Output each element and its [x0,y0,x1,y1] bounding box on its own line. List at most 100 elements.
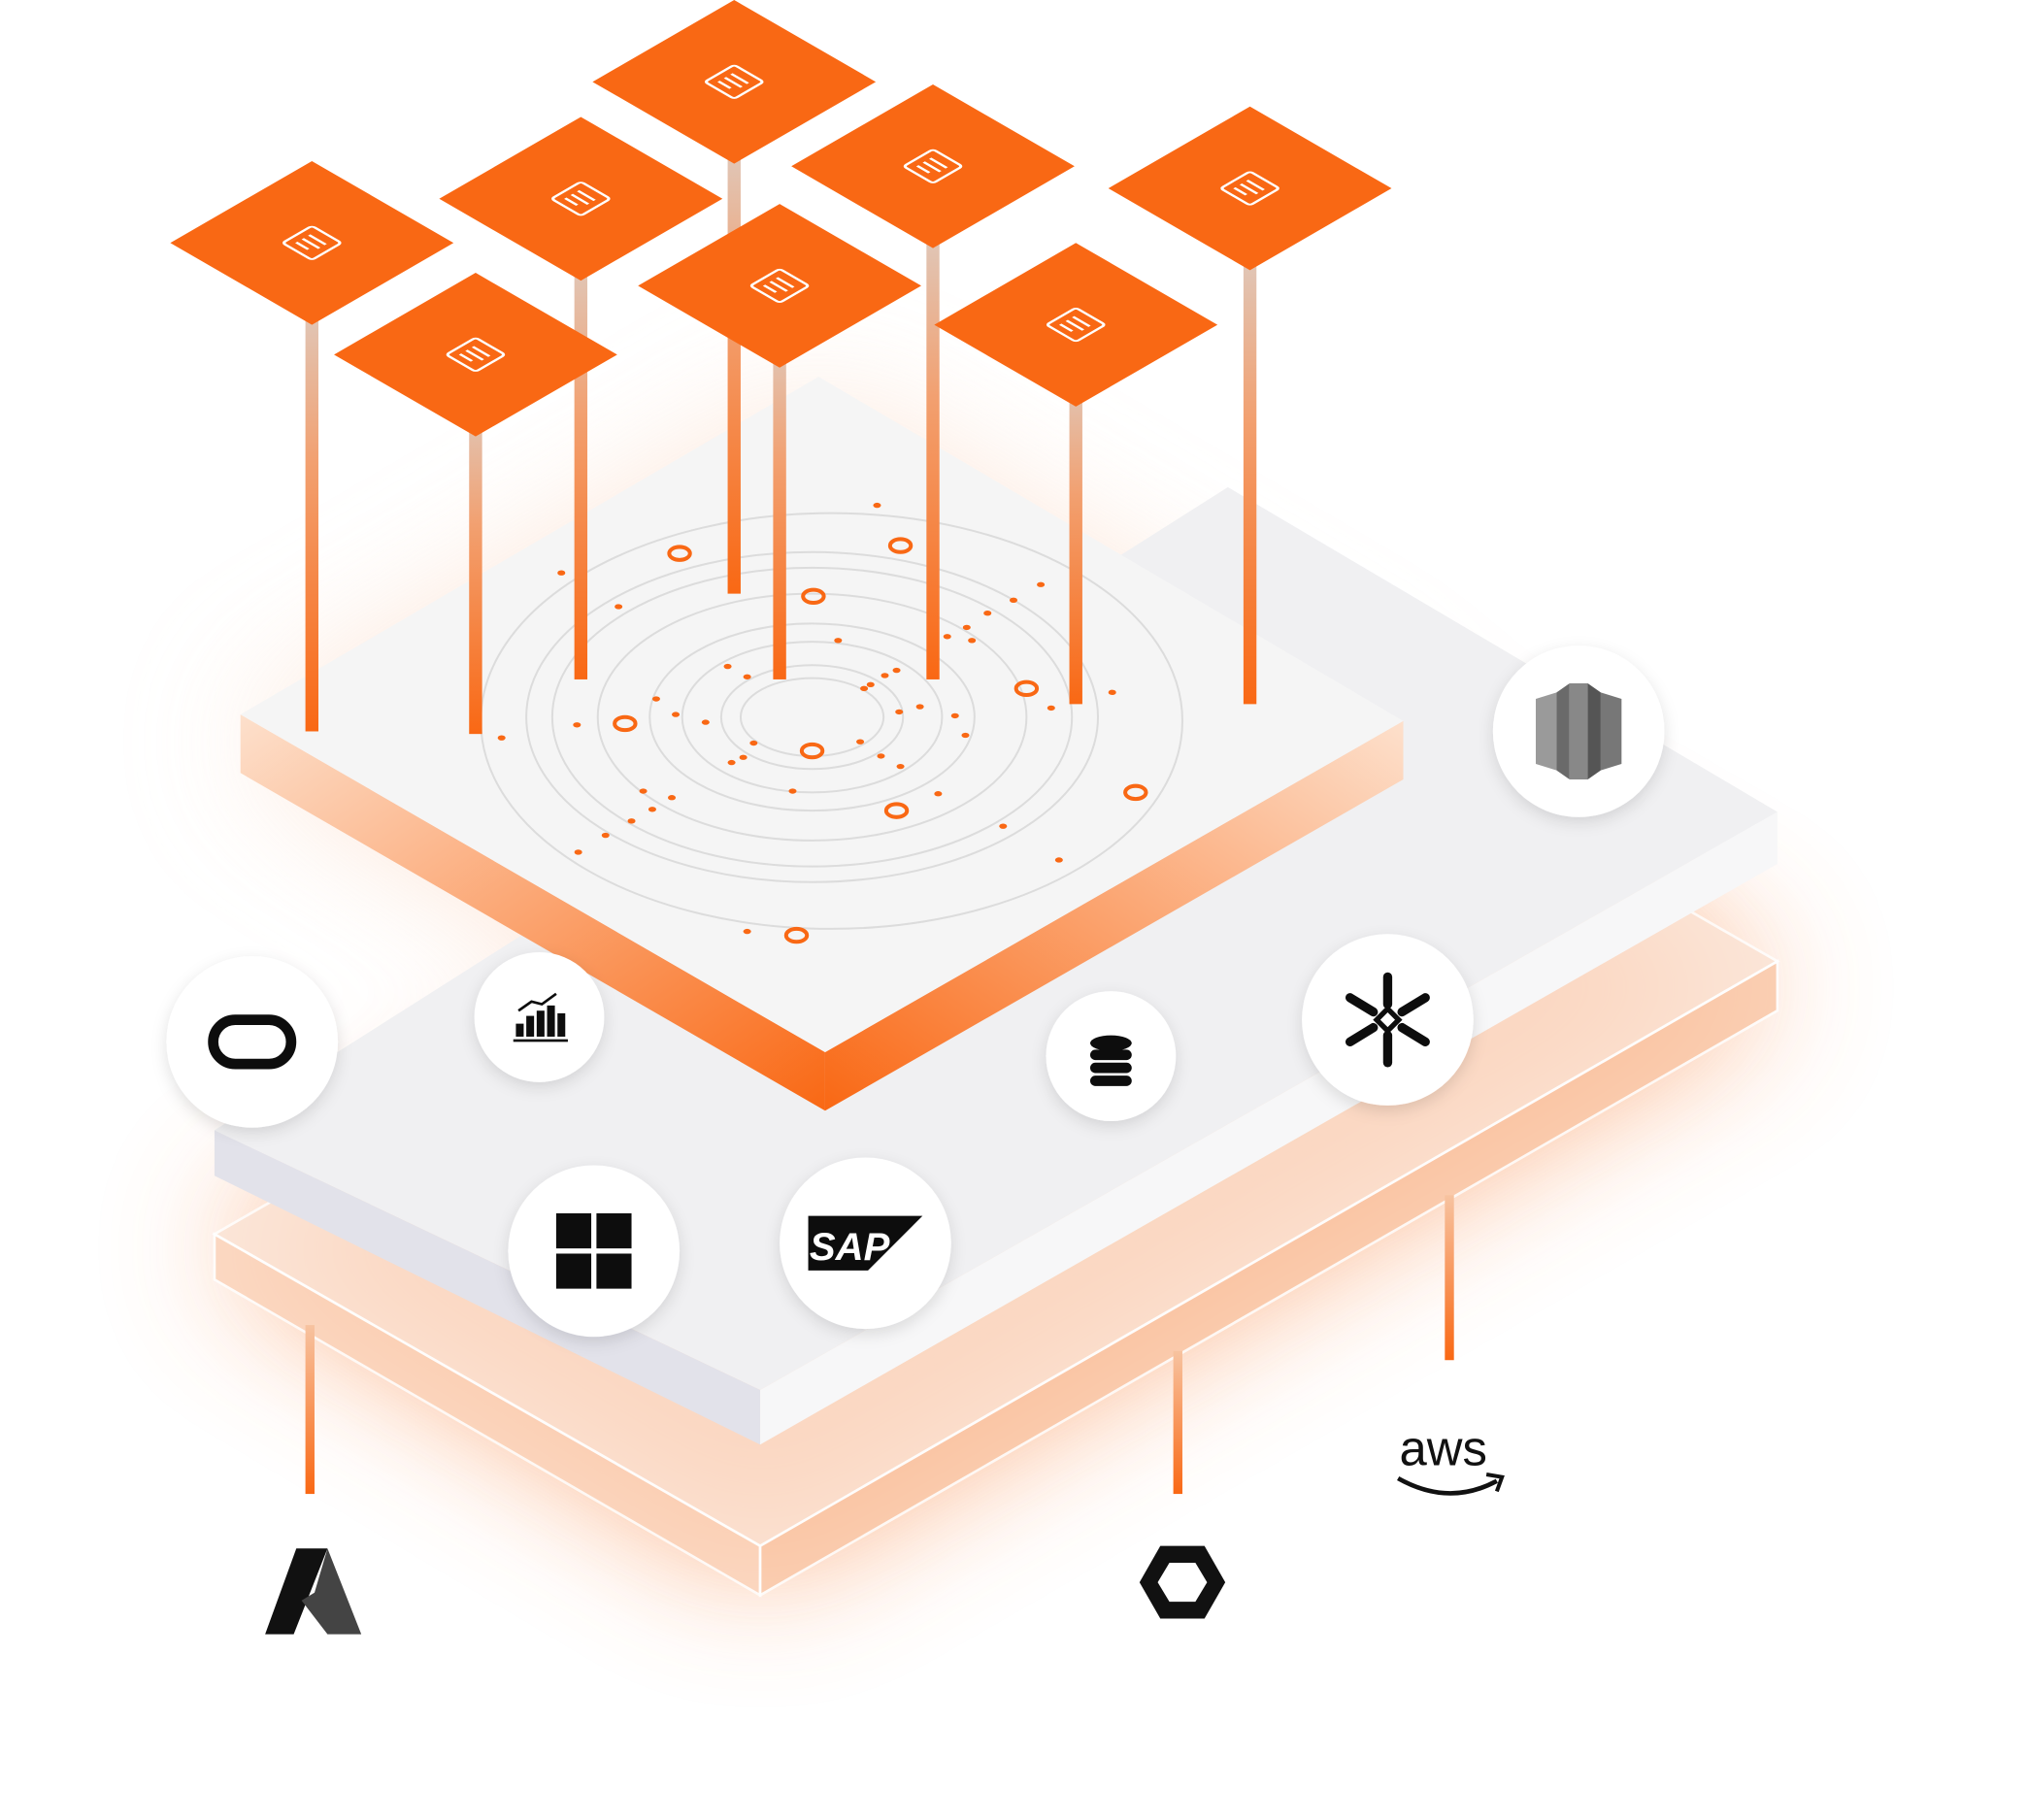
azure-logo [265,1548,362,1635]
app-tiles [170,0,1392,735]
svg-text:SAP: SAP [810,1225,890,1269]
data-dot [1047,705,1055,711]
data-dot [915,704,924,710]
analytics-chart-icon [513,992,568,1042]
tile-pole [1243,188,1257,705]
list-document-icon [282,225,342,260]
tile-pole [773,285,786,679]
data-dot [743,928,751,935]
data-dot [895,709,904,715]
data-dot [723,663,732,670]
cloud-connect-icon [1046,308,1106,343]
data-dot [881,673,889,678]
data-dot [672,711,681,717]
analytics-source[interactable] [474,951,605,1082]
data-dot [943,634,951,640]
data-dot [1009,597,1018,603]
svg-text:aws: aws [1399,1421,1486,1476]
tablet-icon [704,64,764,99]
data-dot [892,667,901,674]
report-icon [446,337,506,372]
data-dot [727,759,736,766]
data-dot [896,763,905,770]
data-dot [497,735,506,741]
app-tile[interactable] [592,0,877,164]
data-dot [701,719,710,725]
redshift-source[interactable] [1492,645,1665,817]
mail-icon [1220,171,1279,206]
data-dot [739,754,748,760]
node-ring [801,587,826,605]
data-dot [983,611,992,616]
data-dot [557,570,566,576]
data-dot [873,502,881,509]
data-dot [877,753,885,759]
data-dot [962,624,971,631]
tile-pole [1069,324,1082,705]
data-dot [648,807,656,812]
tile-pole [574,198,588,679]
document-icon [551,182,611,216]
connector-line [305,1325,315,1495]
data-dot [834,638,843,644]
app-tile[interactable] [1108,106,1392,271]
laptop-icon [903,149,963,183]
data-dot [950,712,959,719]
app-tile[interactable] [791,83,1075,248]
windows-icon [555,1213,632,1289]
node-ring [667,545,692,562]
data-dot [788,788,797,794]
database-source[interactable] [1046,991,1177,1121]
snowflake-icon [1345,972,1430,1068]
sap-source[interactable]: SAP [780,1157,951,1330]
data-dot [749,740,758,746]
node-ring [799,742,825,760]
node-ring [887,537,914,554]
snowflake-source[interactable] [1302,934,1474,1106]
data-dot [1037,581,1046,587]
node-ring [613,714,638,733]
data-dot [961,732,970,739]
oracle-source[interactable] [166,956,339,1128]
node-ring [1014,679,1040,698]
google-cloud-logo [1139,1545,1226,1619]
oracle-icon [208,1014,297,1070]
data-dot [1108,689,1116,696]
data-dot [856,739,865,745]
data-dot [743,674,751,679]
data-dot [968,638,977,644]
chat-icon [749,268,810,304]
node-ring [883,802,910,819]
redshift-icon [1536,682,1622,779]
data-dot [573,722,582,728]
app-tile[interactable] [170,160,454,325]
connector-line [1173,1350,1182,1495]
connector-line [1445,1195,1454,1361]
data-dot [860,685,869,691]
data-dot [574,849,582,855]
data-dot [627,818,636,824]
app-tile[interactable] [934,243,1218,407]
data-dot [999,823,1008,829]
windows-source[interactable] [508,1165,681,1338]
app-tile[interactable] [638,204,921,368]
database-icon [1089,1035,1132,1086]
core-platform [240,377,1404,1111]
data-dot [615,604,623,610]
tile-pole [305,243,318,732]
data-points [497,502,1148,944]
app-tile[interactable] [439,116,723,281]
sap-logo: SAP [808,1215,923,1271]
data-dot [1054,857,1063,863]
data-dot [668,795,677,801]
data-dot [601,832,610,839]
aws-logo: aws [1396,1421,1505,1496]
node-ring [1123,783,1148,802]
concentric-rings [480,512,1183,930]
data-dot [866,681,875,687]
data-dot [651,696,660,702]
tile-pole [469,354,482,735]
node-ring [783,926,810,944]
data-dot [639,788,648,794]
